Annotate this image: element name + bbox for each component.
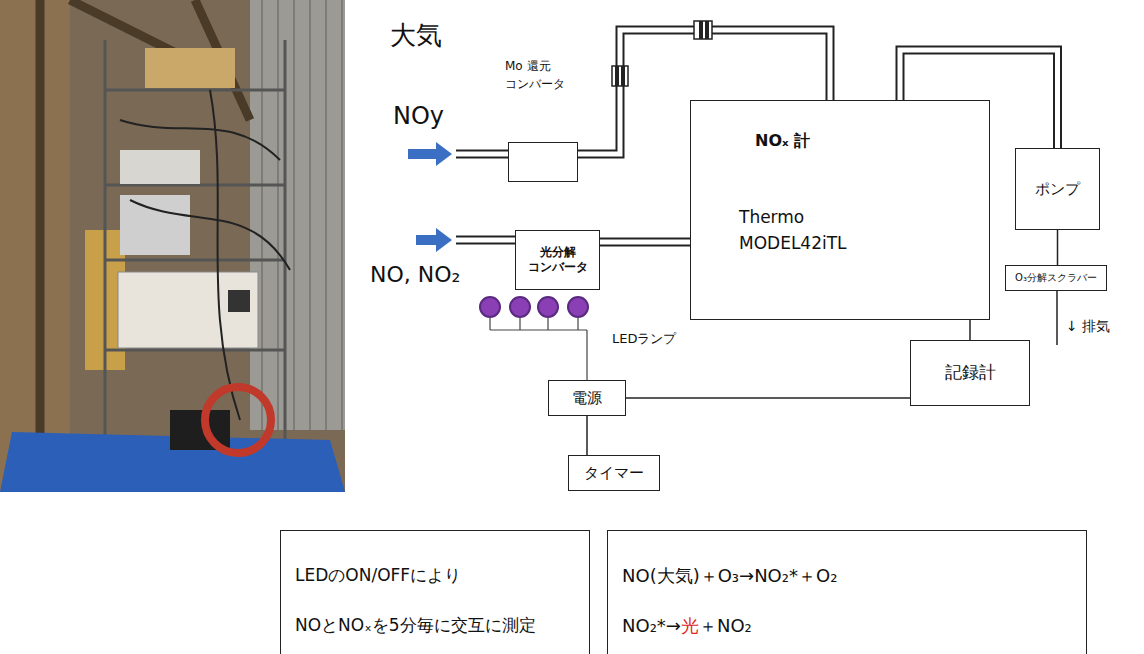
- exhaust-line: [1056, 291, 1058, 345]
- label: ↓ 排気: [1066, 318, 1110, 335]
- box-label: 記録計: [945, 362, 996, 383]
- site-photo: [0, 0, 345, 492]
- box-label: タイマー: [584, 464, 644, 483]
- signal-line: [1057, 230, 1058, 265]
- wire: [586, 416, 588, 455]
- model-name: Thermo MODEL42iTL: [739, 205, 869, 256]
- analyzer-display: [228, 290, 250, 312]
- note-line: NOとNOₓを5分毎に交互に測定: [295, 615, 536, 636]
- tube-wall: [600, 238, 690, 247]
- rack: [105, 40, 285, 445]
- inflow-arrow: [416, 228, 452, 252]
- wire: [626, 397, 910, 399]
- wire: [1057, 230, 1059, 265]
- box-label: 光分解 コンバータ: [520, 245, 595, 275]
- led-lamp: [480, 297, 588, 317]
- wall-ribs: [262, 0, 342, 430]
- equation-line: NO₂*→光＋NO₂: [622, 615, 752, 638]
- inflow-arrow: [408, 142, 452, 166]
- wire: [969, 320, 971, 340]
- box-label: O₃分解スクラバー: [1015, 272, 1097, 285]
- equation-part: NO₂*→: [622, 615, 681, 636]
- process-box: 記録計: [910, 340, 1030, 406]
- inlet-tube: [456, 154, 515, 240]
- box-label: 電源: [572, 389, 602, 408]
- photo-ground: [0, 0, 345, 492]
- process-box: 電源: [548, 380, 626, 416]
- highlight-word: 光: [681, 615, 699, 636]
- process-box: タイマー: [568, 455, 660, 491]
- box-label: ポンプ: [1035, 180, 1080, 199]
- note-line: LEDのON/OFFにより: [295, 565, 461, 586]
- cardboard-box: [145, 48, 235, 88]
- tube-fitting: [612, 21, 712, 86]
- box-heading: NOₓ 計: [755, 131, 810, 151]
- equation: NO(大気)＋O₃→NO₂*＋O₂: [622, 565, 837, 588]
- cables: [120, 90, 290, 420]
- led-wiring: [490, 318, 587, 380]
- process-box: O₃分解スクラバー: [1005, 265, 1107, 291]
- cable-reel: [205, 387, 271, 453]
- label: NOy: [393, 102, 444, 131]
- label: 大気: [390, 20, 442, 51]
- gas-tube: [600, 242, 690, 243]
- process-box: ポンプ: [1015, 148, 1100, 230]
- label: LEDランプ: [612, 331, 676, 347]
- box-heading: Mo 還元 コンバータ: [505, 57, 571, 93]
- tube-bore: [600, 240, 690, 245]
- equation-part: ＋NO₂: [699, 615, 752, 636]
- signal-line: [970, 320, 971, 340]
- label: NO, NO₂: [370, 262, 460, 288]
- signal-line: [587, 416, 588, 455]
- process-box: 光分解 コンバータ: [515, 230, 600, 290]
- small-unit: [120, 150, 200, 184]
- note-box: LEDのON/OFFにより NOとNOₓを5分毎に交互に測定: [280, 530, 590, 654]
- metal-wall: [250, 0, 345, 430]
- analyzer-photo: [118, 272, 258, 348]
- converter-box: Mo 還元 コンバータ: [508, 142, 578, 182]
- wood-wall: [0, 0, 70, 492]
- signal-line: [626, 398, 910, 399]
- analyzer-box: NOₓ 計 Thermo MODEL42iTL: [690, 100, 990, 320]
- note-box: NO(大気)＋O₃→NO₂*＋O₂ NO₂*→光＋NO₂: [607, 530, 1087, 654]
- converter-photo: [120, 195, 190, 255]
